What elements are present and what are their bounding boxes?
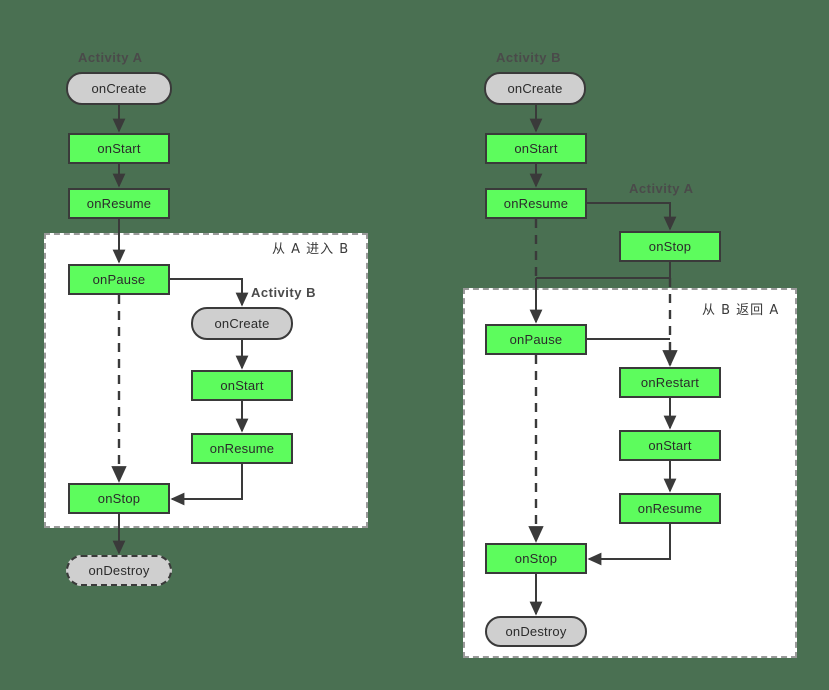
activity-a-title: Activity A <box>78 50 143 65</box>
node-ra-onresume[interactable]: onResume <box>619 493 721 524</box>
node-rb-oncreate-label: onCreate <box>507 81 563 96</box>
node-rb-ondestroy-label: onDestroy <box>505 624 567 639</box>
node-b-oncreate-label: onCreate <box>214 316 270 331</box>
node-a-onstop-label: onStop <box>97 491 141 506</box>
edge-rb-resume-astop <box>587 202 677 231</box>
node-rb-oncreate[interactable]: onCreate <box>484 72 586 105</box>
node-a-onresume[interactable]: onResume <box>68 188 170 219</box>
edge-a-pause-bcreate <box>170 278 249 307</box>
node-ra-onrestart-label: onRestart <box>640 375 700 390</box>
panel-label-enter-b: 从 A 进入 B <box>272 242 350 257</box>
node-a-onpause-label: onPause <box>92 272 146 287</box>
node-rb-ondestroy[interactable]: onDestroy <box>485 616 587 647</box>
edge-ra-resume-bstop <box>587 524 671 566</box>
activity-b-title: Activity B <box>251 285 316 300</box>
node-ra-onresume-label: onResume <box>637 501 703 516</box>
node-a-onstart-label: onStart <box>97 141 141 156</box>
panel-label-return-a: 从 B 返回 A <box>702 303 780 318</box>
node-b-onresume-label: onResume <box>209 441 275 456</box>
node-a-ondestroy-label: onDestroy <box>88 563 150 578</box>
node-a-onstart[interactable]: onStart <box>68 133 170 164</box>
node-rb-onpause-label: onPause <box>509 332 563 347</box>
node-b-onresume[interactable]: onResume <box>191 433 293 464</box>
edge-b-resume-astop <box>170 464 243 506</box>
node-ra-onstop1[interactable]: onStop <box>619 231 721 262</box>
node-a-oncreate[interactable]: onCreate <box>66 72 172 105</box>
node-rb-onstop[interactable]: onStop <box>485 543 587 574</box>
activity-a-title-r: Activity A <box>629 181 694 196</box>
node-rb-onresume[interactable]: onResume <box>485 188 587 219</box>
node-a-onresume-label: onResume <box>86 196 152 211</box>
node-ra-onrestart[interactable]: onRestart <box>619 367 721 398</box>
node-b-onstart-label: onStart <box>220 378 264 393</box>
node-ra-onstop1-label: onStop <box>648 239 692 254</box>
node-a-onstop[interactable]: onStop <box>68 483 170 514</box>
node-b-oncreate[interactable]: onCreate <box>191 307 293 340</box>
node-rb-onpause[interactable]: onPause <box>485 324 587 355</box>
node-rb-onstart[interactable]: onStart <box>485 133 587 164</box>
node-rb-onresume-label: onResume <box>503 196 569 211</box>
node-b-onstart[interactable]: onStart <box>191 370 293 401</box>
node-ra-onstart[interactable]: onStart <box>619 430 721 461</box>
node-rb-onstop-label: onStop <box>514 551 558 566</box>
node-ra-onstart-label: onStart <box>648 438 692 453</box>
node-a-onpause[interactable]: onPause <box>68 264 170 295</box>
node-a-ondestroy[interactable]: onDestroy <box>66 555 172 586</box>
activity-b-title-r: Activity B <box>496 50 561 65</box>
node-rb-onstart-label: onStart <box>514 141 558 156</box>
node-a-oncreate-label: onCreate <box>91 81 147 96</box>
